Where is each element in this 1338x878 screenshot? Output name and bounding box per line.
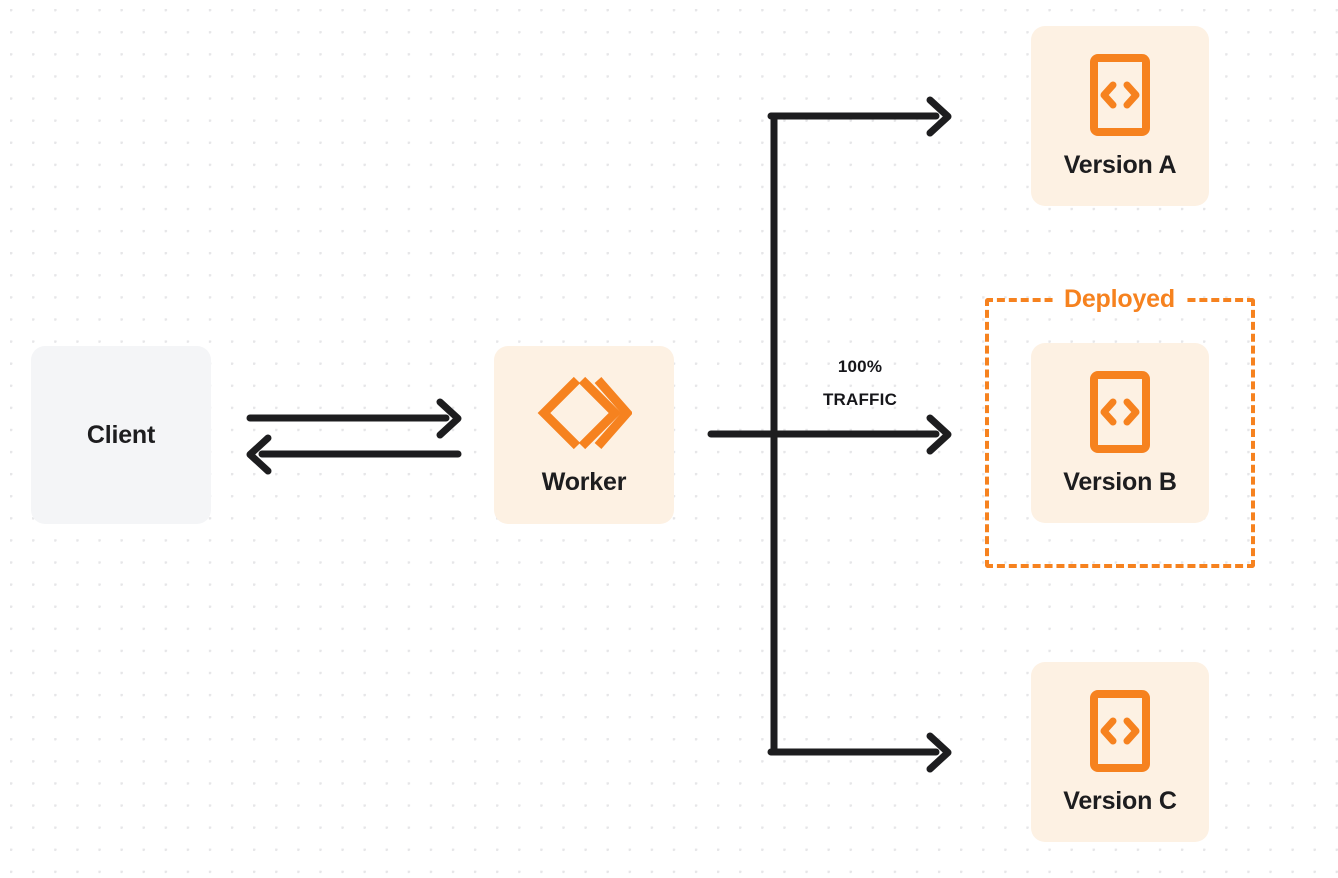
node-version-a[interactable]: Version A [1031, 26, 1209, 206]
node-version-b-label: Version B [1063, 467, 1177, 496]
node-version-a-label: Version A [1063, 150, 1177, 179]
code-document-icon [1089, 370, 1151, 454]
node-version-c[interactable]: Version C [1031, 662, 1209, 842]
node-client-label: Client [86, 420, 156, 449]
node-worker-label: Worker [541, 467, 627, 496]
code-document-icon [1089, 53, 1151, 137]
node-version-c-label: Version C [1063, 786, 1177, 815]
traffic-annotation: 100% TRAFFIC [790, 350, 930, 416]
deployed-group-label: Deployed [1055, 284, 1184, 314]
deployed-group-boundary [985, 298, 1255, 568]
code-document-icon [1089, 689, 1151, 773]
traffic-percent: 100% [837, 357, 883, 376]
node-version-b[interactable]: Version B [1031, 343, 1209, 523]
node-client[interactable]: Client [31, 346, 211, 524]
cloudflare-workers-icon [536, 374, 632, 452]
traffic-unit: TRAFFIC [822, 390, 898, 409]
node-worker[interactable]: Worker [494, 346, 674, 524]
